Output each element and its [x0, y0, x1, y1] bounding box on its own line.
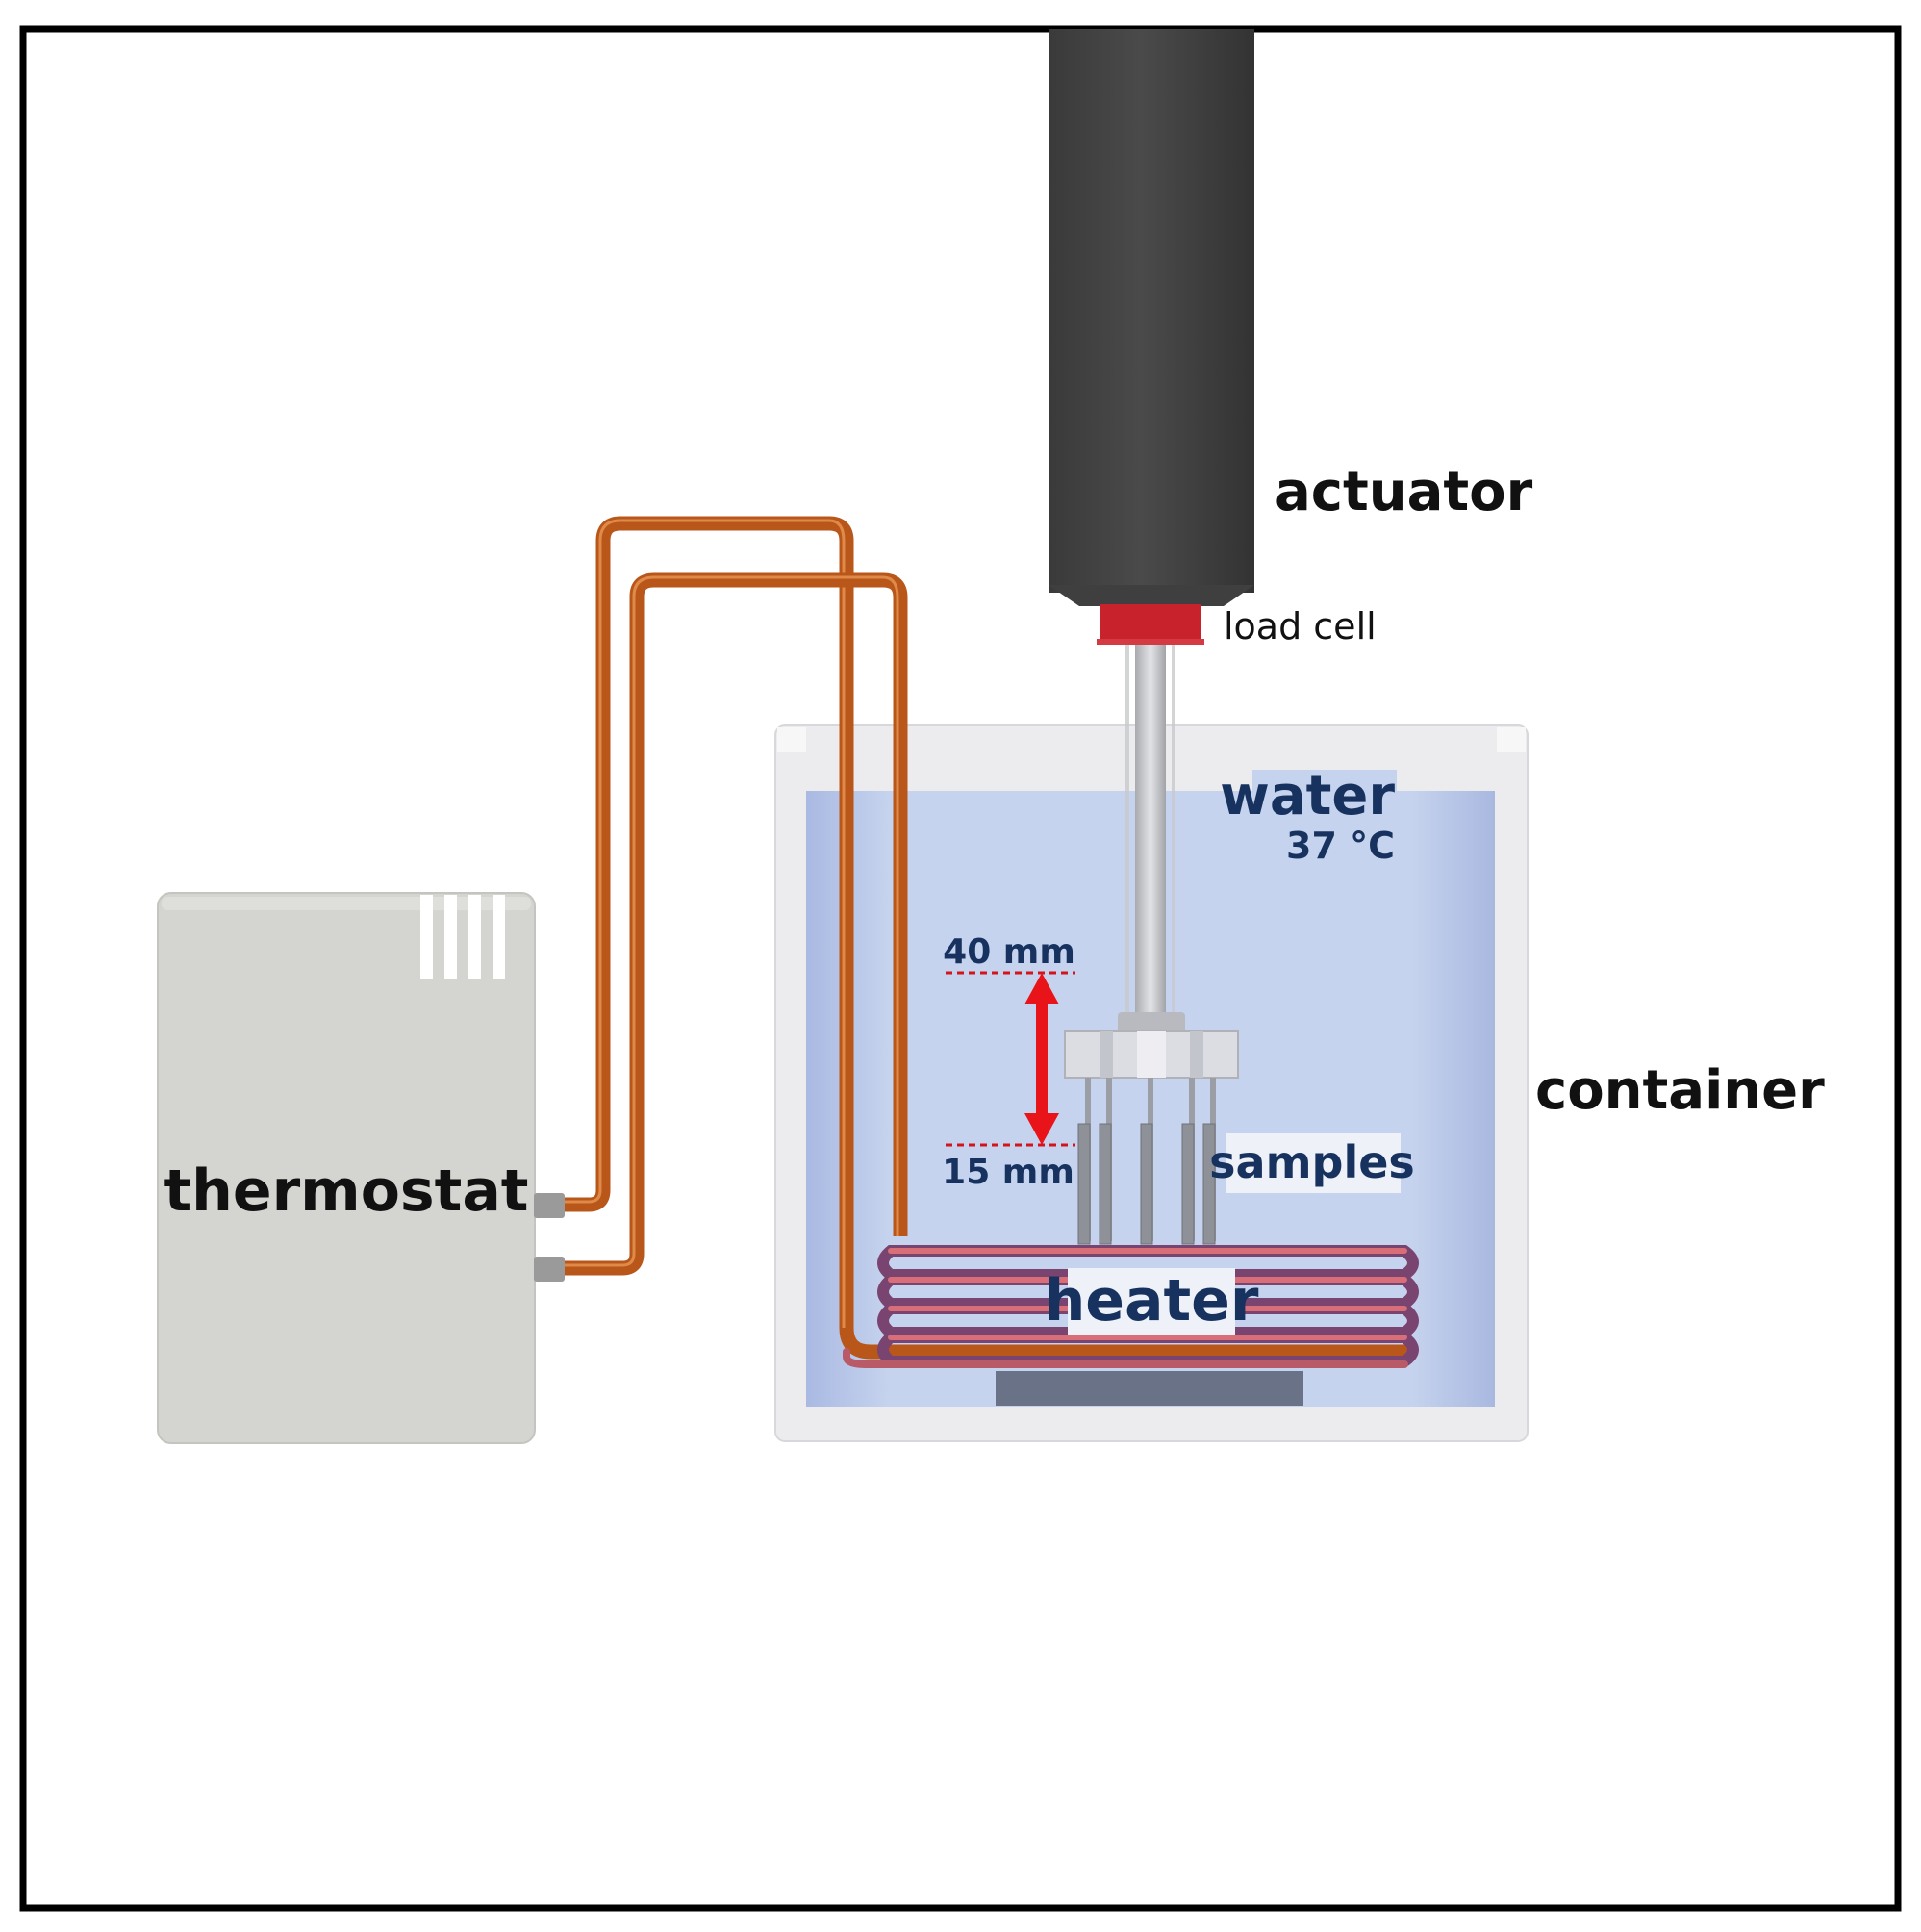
holder-notch-left [1100, 1031, 1113, 1078]
water-label: water [1220, 765, 1395, 827]
rod-guide-left [1125, 645, 1129, 1020]
actuator [1049, 29, 1254, 1020]
upper-position-label: 40 mm [943, 932, 1075, 972]
holder-notch-right [1190, 1031, 1203, 1078]
actuator-label: actuator [1275, 461, 1533, 523]
samples-label-bg [1226, 1133, 1401, 1193]
actuator-taper [1049, 585, 1254, 606]
sample-holder [1064, 1012, 1239, 1245]
thermostat: thermostat [157, 892, 565, 1444]
thermostat-body [157, 892, 536, 1444]
container-rim-left [777, 727, 806, 752]
label-bg-40mm [950, 931, 1068, 968]
load-cell [1100, 604, 1201, 645]
actuator-body [1049, 29, 1254, 593]
container-rim-right [1497, 727, 1526, 752]
hose-connector-bottom [534, 1257, 565, 1282]
container-label: container [1535, 1059, 1825, 1122]
hose-outer-highlight [563, 519, 846, 1328]
water-label-bg [1252, 770, 1397, 860]
hose-lines [563, 516, 1414, 1360]
heater-label: heater [1045, 1267, 1259, 1335]
load-cell-label: load cell [1224, 605, 1377, 648]
hose-outer [563, 516, 1414, 1360]
coil-feed-line [843, 1348, 1408, 1368]
temperature-label: 37 °C [1286, 825, 1395, 867]
heater-label-bg [1068, 1268, 1235, 1335]
vent-icon [420, 895, 505, 979]
displacement-indicator: 40 mm 15 mm [942, 931, 1075, 1192]
holder-collar [1118, 1012, 1185, 1033]
sample-rods [1077, 1123, 1216, 1245]
samples-label: samples [1209, 1136, 1415, 1188]
holder-center-hub [1137, 1031, 1166, 1078]
sample-base-plate [996, 1371, 1303, 1406]
hose-connector-top [534, 1193, 565, 1218]
double-arrow-icon [1024, 973, 1059, 1145]
heater-coil [843, 1245, 1419, 1368]
actuator-rod [1135, 645, 1166, 1018]
hose-inner-highlight [563, 575, 899, 1267]
lower-position-label: 15 mm [942, 1153, 1074, 1192]
label-bg-15mm [948, 1151, 1068, 1189]
rod-guide-right [1172, 645, 1175, 1020]
load-cell-bottom-lip [1097, 639, 1204, 645]
thermostat-top-edge [162, 897, 531, 910]
thermostat-label: thermostat [164, 1157, 529, 1225]
